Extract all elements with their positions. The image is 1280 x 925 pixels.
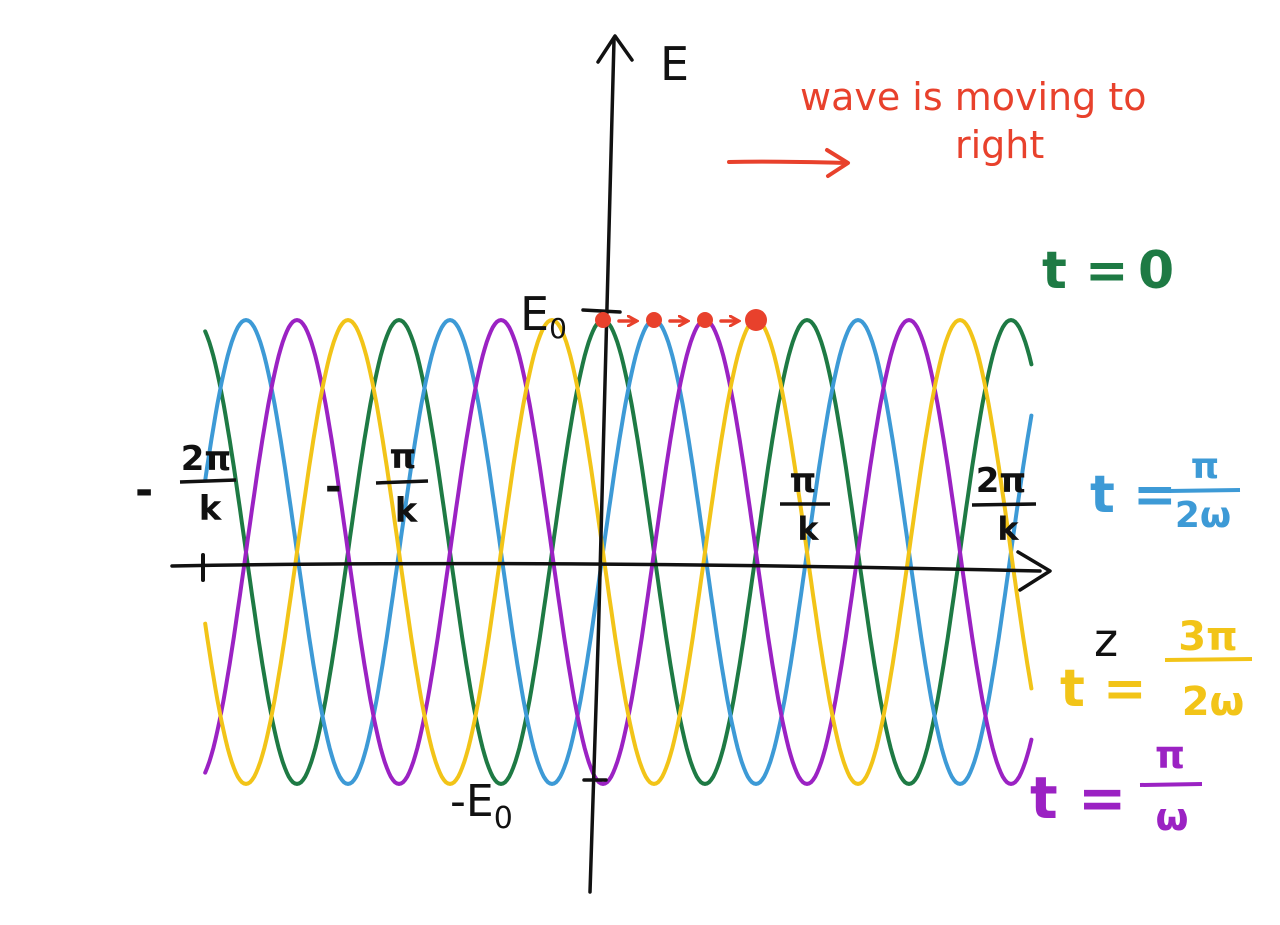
tick-fraction-bar	[179, 478, 237, 484]
legend-fraction-bar	[1139, 782, 1203, 787]
y-axis-label: E	[660, 37, 689, 91]
peak-marker-0	[595, 312, 611, 328]
wave-curves	[203, 317, 1034, 787]
legend-t0-value: 0	[1138, 241, 1174, 301]
axes	[170, 34, 1052, 894]
curve-t0	[203, 317, 1034, 787]
direction-arrow	[727, 159, 848, 165]
tick-numerator: π	[390, 437, 417, 477]
legend-prefix: t =	[1090, 465, 1177, 525]
annotation-line-1: wave is moving to	[800, 75, 1147, 119]
peak-markers	[595, 309, 767, 331]
legend-numerator: π	[1191, 446, 1219, 487]
curve-t-3pi-2w	[203, 317, 1034, 787]
tick-fraction-bar	[971, 502, 1037, 507]
tick-denominator: k	[997, 510, 1019, 548]
legend-t-pi-w: t = π ω	[1030, 733, 1203, 839]
legend-denominator: 2ω	[1182, 679, 1245, 725]
tick-sign: -	[325, 464, 342, 510]
legend-prefix: t =	[1030, 764, 1127, 832]
legend-denominator: 2ω	[1175, 495, 1231, 536]
tick-numerator: π	[790, 461, 817, 501]
curve-t-pi-w	[203, 317, 1034, 787]
tick-denominator: k	[395, 491, 419, 531]
legend-t-3pi-2w: t = 3π 2ω	[1060, 614, 1253, 725]
tick-denominator: k	[797, 510, 819, 548]
peak-marker-2	[697, 312, 713, 328]
tick-sign: -	[135, 465, 153, 516]
tick-label-2pi-k: 2π k	[971, 461, 1037, 548]
peak-marker-1	[646, 312, 662, 328]
legend-numerator: 3π	[1178, 614, 1237, 660]
curve-t-pi-2w	[203, 317, 1034, 787]
legend-denominator: ω	[1155, 795, 1188, 839]
tick-label-neg-pi-k: - π k	[325, 437, 429, 531]
x-axis-label: z	[1094, 613, 1118, 667]
legend-prefix: t =	[1060, 659, 1147, 719]
tick-denominator: k	[199, 489, 223, 529]
legend: t = 0 t = π 2ω t = 3π 2ω t = π ω	[1030, 241, 1253, 839]
tick-numerator: 2π	[976, 461, 1027, 501]
annotation: wave is moving to right	[727, 75, 1147, 178]
legend-numerator: π	[1155, 733, 1185, 777]
tick-numerator: 2π	[181, 439, 232, 479]
tick-fraction-bar	[375, 479, 429, 485]
annotation-line-2: right	[955, 123, 1044, 167]
legend-fraction-bar	[1167, 488, 1241, 493]
tick-label-pi-k: π k	[780, 461, 830, 548]
peak-marker-3	[745, 309, 767, 331]
amplitude-label: E0	[520, 287, 567, 345]
tick-labels: - 2π k - π k π k 2π k	[135, 437, 1037, 548]
legend-t-pi-2w: t = π 2ω	[1090, 446, 1241, 536]
neg-amplitude-label: -E0	[450, 776, 513, 836]
y-axis	[588, 38, 616, 894]
legend-fraction-bar	[1164, 657, 1253, 662]
amplitude-tick	[581, 308, 622, 314]
tick-label-neg-2pi-k: - 2π k	[135, 439, 237, 529]
x-axis	[170, 561, 1042, 573]
x-axis-arrowhead	[1016, 550, 1052, 592]
direction-arrowhead	[825, 148, 850, 178]
legend-t0-prefix: t =	[1042, 241, 1129, 301]
legend-t0: t = 0	[1042, 241, 1174, 301]
y-axis-arrowhead	[596, 34, 634, 64]
